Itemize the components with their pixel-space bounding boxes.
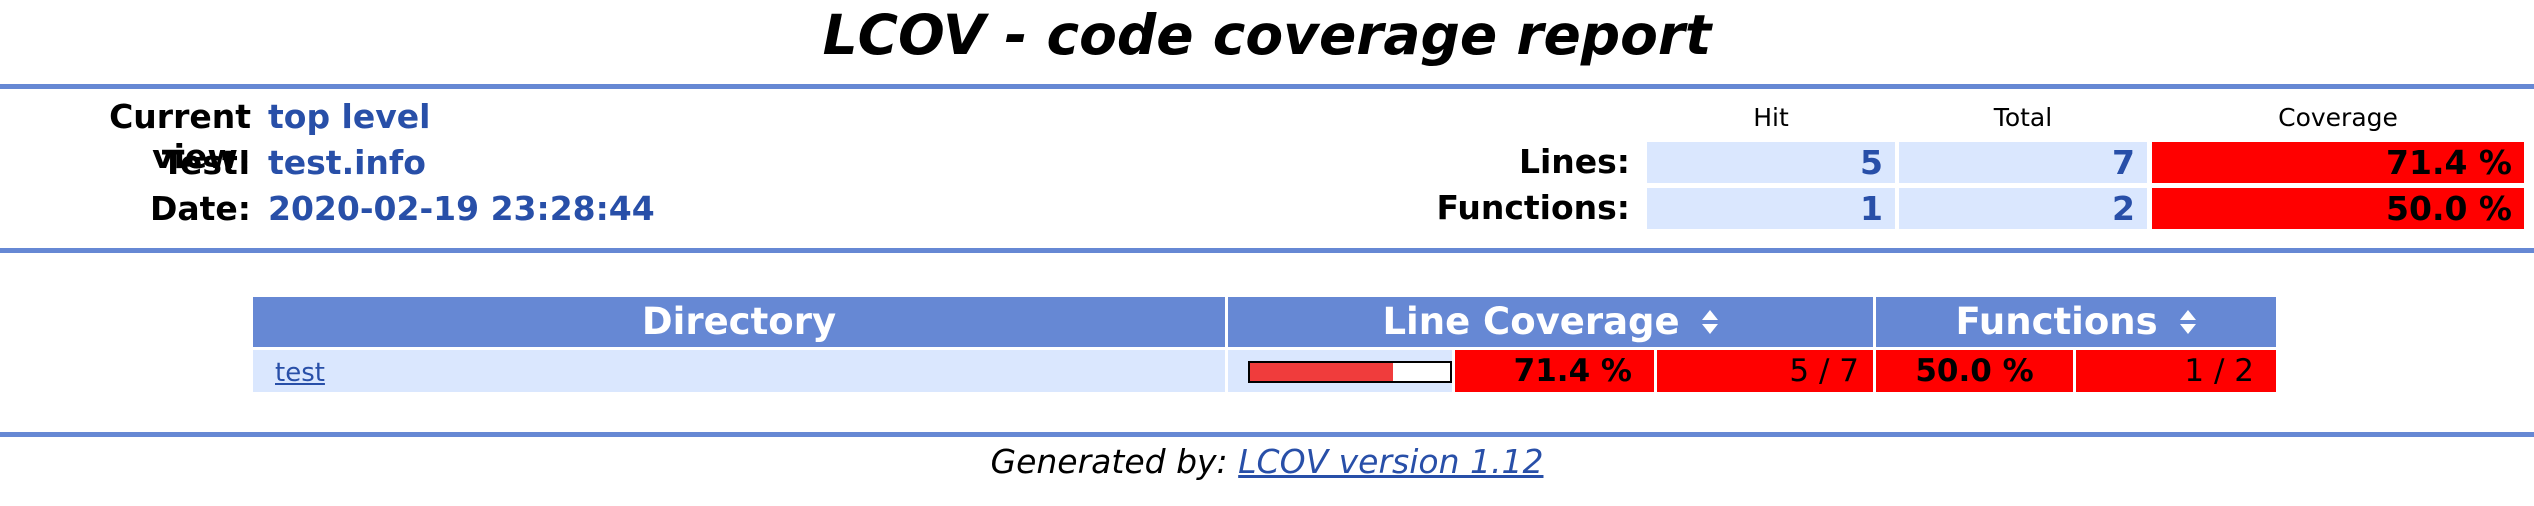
test-value: test.info <box>268 143 426 182</box>
top-divider <box>0 84 2534 89</box>
bottom-divider <box>0 432 2534 437</box>
line-coverage-ratio: 5 / 7 <box>1657 350 1873 392</box>
lcov-version-link[interactable]: LCOV version 1.12 <box>1238 442 1544 481</box>
current-view-label: Current view: <box>109 97 251 176</box>
functions-hit: 1 <box>1647 188 1895 229</box>
current-view-value: top level <box>268 97 431 136</box>
directory-column-header[interactable]: Directory <box>253 297 1225 347</box>
date-label: Date: <box>149 189 251 228</box>
line-coverage-bar-cell <box>1228 350 1452 392</box>
functions-header-label: Functions <box>1955 300 2158 343</box>
page-title: LCOV - code coverage report <box>822 3 1712 67</box>
coverage-bar <box>1248 361 1452 383</box>
sort-updown-icon[interactable] <box>1701 299 1719 349</box>
lines-hit: 5 <box>1647 142 1895 183</box>
line-coverage-column-header[interactable]: Line Coverage <box>1228 297 1873 347</box>
functions-label: Functions: <box>1436 188 1630 227</box>
line-coverage-header-label: Line Coverage <box>1382 300 1680 343</box>
total-header: Total <box>1993 103 2053 132</box>
coverage-bar-fill <box>1250 363 1393 381</box>
lines-total: 7 <box>1899 142 2147 183</box>
sort-updown-icon[interactable] <box>2179 299 2197 349</box>
functions-ratio: 1 / 2 <box>2076 350 2276 392</box>
footer-prefix: Generated by: <box>990 442 1239 481</box>
lines-label: Lines: <box>1518 142 1630 181</box>
functions-column-header[interactable]: Functions <box>1876 297 2276 347</box>
hit-header: Hit <box>1753 103 1789 132</box>
date-value: 2020-02-19 23:28:44 <box>268 189 655 228</box>
functions-total: 2 <box>1899 188 2147 229</box>
table-row-directory-cell: test <box>253 350 1225 392</box>
functions-coverage: 50.0 % <box>2152 188 2524 229</box>
functions-percent: 50.0 % <box>1876 350 2073 392</box>
footer: Generated by: LCOV version 1.12 <box>0 438 2534 486</box>
coverage-header: Coverage <box>2278 103 2398 132</box>
lines-coverage: 71.4 % <box>2152 142 2524 183</box>
line-coverage-percent: 71.4 % <box>1455 350 1654 392</box>
test-label: Test: <box>161 143 251 182</box>
directory-link[interactable]: test <box>275 358 325 388</box>
directory-header-label: Directory <box>641 300 837 343</box>
middle-divider <box>0 248 2534 253</box>
